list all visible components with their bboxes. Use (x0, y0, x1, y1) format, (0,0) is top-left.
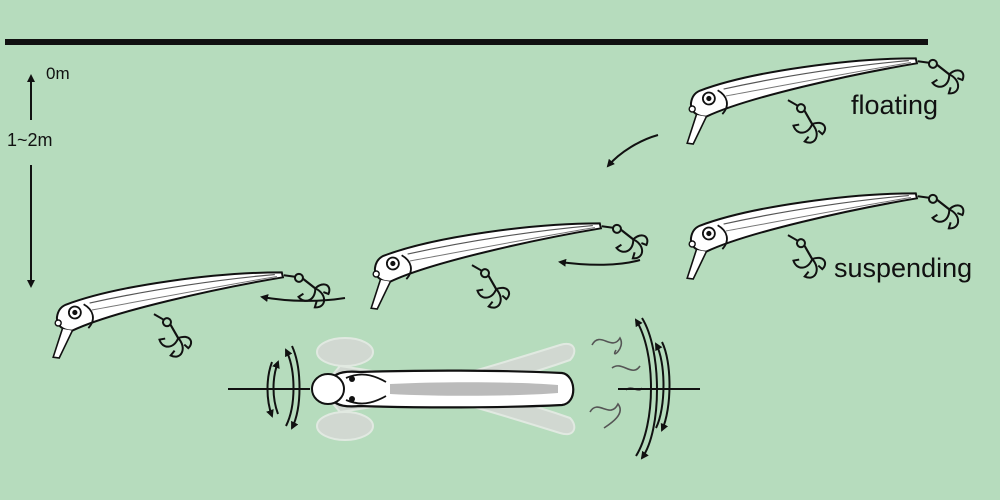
curved-arrow-icon (260, 294, 346, 302)
surface-depth-label: 0m (46, 64, 70, 83)
rotation-arrow-icon (618, 317, 700, 460)
lure-top-view-icon (311, 369, 575, 409)
curved-arrow-icon (558, 258, 641, 267)
dive-depth-label: 1~2m (7, 130, 53, 150)
water-wake-icon (589, 336, 643, 429)
curved-arrow-icon (606, 134, 659, 168)
suspending-label: suspending (834, 253, 973, 283)
floating-label: floating (851, 90, 939, 120)
minnow-lure-icon (369, 222, 649, 316)
rotation-arrow-icon (228, 345, 310, 430)
minnow-lure-icon (51, 271, 331, 365)
